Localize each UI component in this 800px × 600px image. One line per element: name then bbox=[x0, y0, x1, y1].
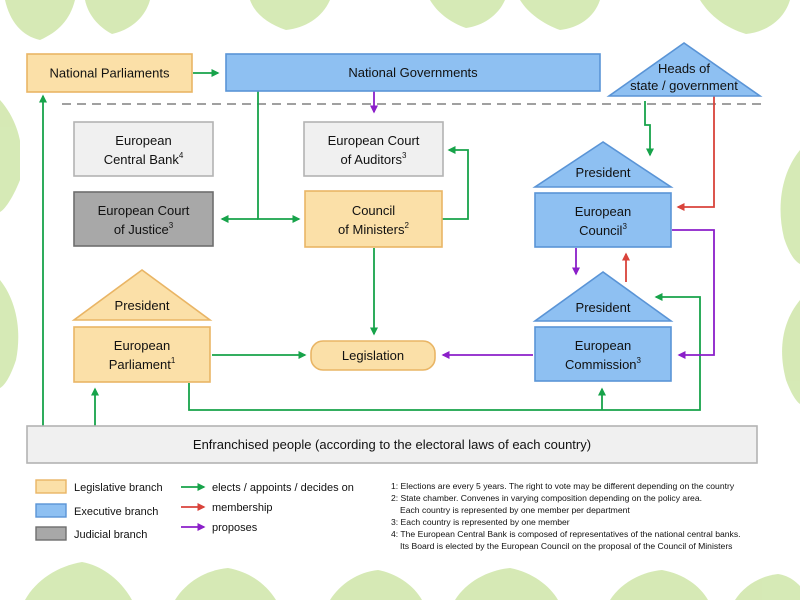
legislation-node[interactable]: Legislation bbox=[310, 340, 436, 371]
council-of-ministers-line1: Council bbox=[352, 203, 395, 218]
european-council-footnote: 3 bbox=[622, 222, 627, 231]
legend-swatch-legislative bbox=[35, 479, 67, 494]
court-of-justice-node[interactable]: European Court of Justice3 bbox=[73, 191, 214, 247]
european-council-line2: Council bbox=[579, 223, 622, 238]
legend-swatch-judicial bbox=[35, 526, 67, 541]
legislation-label: Legislation bbox=[342, 348, 404, 363]
court-of-auditors-line1: European Court bbox=[328, 133, 420, 148]
national-parliaments-label: National Parliaments bbox=[50, 66, 170, 81]
legend-executive-label: Executive branch bbox=[74, 506, 158, 518]
heads-of-state-line2: state / government bbox=[630, 78, 738, 93]
european-commission-president-label: President bbox=[576, 300, 631, 315]
arrow-parliament-to-commission-president bbox=[188, 293, 701, 411]
european-commission-footnote: 3 bbox=[637, 356, 642, 365]
court-of-auditors-footnote: 3 bbox=[402, 151, 407, 160]
footnote-3: 3: Each country is represented by one me… bbox=[391, 517, 570, 527]
footnote-2: 2: State chamber. Convenes in varying co… bbox=[391, 493, 702, 503]
european-parliament-line2: Parliament bbox=[109, 357, 172, 372]
european-council-line1: European bbox=[575, 204, 631, 219]
european-parliament-president-node[interactable]: President bbox=[71, 269, 213, 321]
svg-text:Commission3: Commission3 bbox=[565, 356, 642, 372]
ecb-line1: European bbox=[115, 133, 171, 148]
council-of-ministers-footnote: 2 bbox=[405, 221, 410, 230]
court-of-justice-line2: of Justice bbox=[114, 222, 169, 237]
enfranchised-people-label: Enfranchised people (according to the el… bbox=[193, 437, 591, 452]
european-commission-line2: Commission bbox=[565, 357, 637, 372]
enfranchised-people-node[interactable]: Enfranchised people (according to the el… bbox=[26, 425, 758, 464]
european-parliament-node[interactable]: European Parliament1 bbox=[73, 326, 211, 383]
european-commission-node[interactable]: European Commission3 bbox=[534, 326, 672, 382]
european-parliament-footnote: 1 bbox=[171, 356, 176, 365]
ecb-line2: Central Bank bbox=[104, 152, 180, 167]
european-commission-line1: European bbox=[575, 338, 631, 353]
national-parliaments-node[interactable]: National Parliaments bbox=[26, 53, 193, 93]
connector-arrows bbox=[39, 69, 715, 426]
footnote-4-cont: Its Board is elected by the European Cou… bbox=[400, 541, 732, 551]
court-of-justice-line1: European Court bbox=[98, 203, 190, 218]
footnote-4: 4: The European Central Bank is composed… bbox=[391, 529, 741, 539]
european-parliament-president-label: President bbox=[115, 298, 170, 313]
footnotes: 1: Elections are every 5 years. The righ… bbox=[391, 481, 741, 551]
legend-proposes-label: proposes bbox=[212, 522, 258, 534]
legend-legislative-label: Legislative branch bbox=[74, 482, 163, 494]
svg-text:of Justice3: of Justice3 bbox=[114, 221, 174, 237]
arrow-heads-membership-council bbox=[676, 95, 715, 211]
european-parliament-line1: European bbox=[114, 338, 170, 353]
legend-membership-label: membership bbox=[212, 502, 273, 514]
heads-of-state-node[interactable]: Heads of state / government bbox=[606, 42, 763, 97]
council-of-ministers-line2: of Ministers bbox=[338, 222, 405, 237]
svg-text:Central Bank4: Central Bank4 bbox=[104, 151, 184, 167]
ecb-footnote: 4 bbox=[179, 151, 184, 160]
court-of-auditors-line2: of Auditors bbox=[341, 152, 403, 167]
legend-swatch-executive bbox=[35, 503, 67, 518]
council-of-ministers-node[interactable]: Council of Ministers2 bbox=[304, 190, 443, 248]
european-council-node[interactable]: European Council3 bbox=[534, 192, 672, 248]
arrow-council-proposes-commission bbox=[672, 229, 715, 359]
legend-judicial-label: Judicial branch bbox=[74, 529, 147, 541]
arrow-heads-to-council-president bbox=[644, 101, 654, 157]
arrow-council-to-court-of-auditors bbox=[442, 146, 469, 220]
national-governments-label: National Governments bbox=[348, 65, 478, 80]
european-council-president-node[interactable]: President bbox=[532, 141, 674, 188]
european-council-president-label: President bbox=[576, 165, 631, 180]
court-of-auditors-node[interactable]: European Court of Auditors3 bbox=[303, 121, 444, 177]
european-central-bank-node[interactable]: European Central Bank4 bbox=[73, 121, 214, 177]
svg-text:of Ministers2: of Ministers2 bbox=[338, 221, 409, 237]
european-commission-president-node[interactable]: President bbox=[532, 271, 674, 322]
svg-text:Parliament1: Parliament1 bbox=[109, 356, 176, 372]
footnote-2-cont: Each country is represented by one membe… bbox=[400, 505, 630, 515]
legend: Legislative branch Executive branch Judi… bbox=[35, 479, 354, 541]
national-governments-node[interactable]: National Governments bbox=[225, 53, 601, 92]
svg-text:of Auditors3: of Auditors3 bbox=[341, 151, 407, 167]
footnote-1: 1: Elections are every 5 years. The righ… bbox=[391, 481, 735, 491]
legend-elects-label: elects / appoints / decides on bbox=[212, 482, 354, 494]
svg-text:Council3: Council3 bbox=[579, 222, 627, 238]
heads-of-state-line1: Heads of bbox=[658, 61, 710, 76]
court-of-justice-footnote: 3 bbox=[169, 221, 174, 230]
arrow-governments-to-council-of-ministers bbox=[257, 91, 301, 223]
